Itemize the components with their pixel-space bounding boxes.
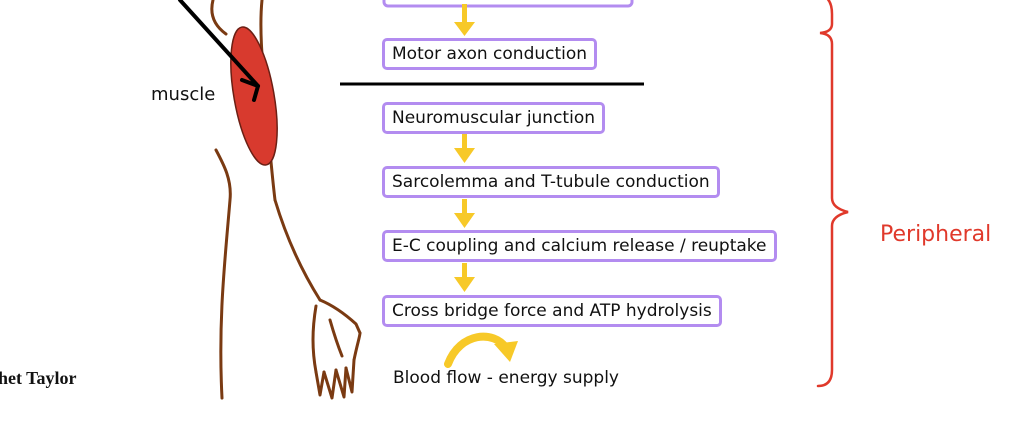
step-box-partial bbox=[384, 0, 632, 6]
flow-arrow bbox=[454, 199, 475, 228]
peripheral-label: Peripheral bbox=[880, 222, 991, 247]
step-ec-coupling: E-C coupling and calcium release / reupt… bbox=[382, 230, 777, 262]
flow-arrow bbox=[454, 4, 475, 36]
step-neuromuscular-junction: Neuromuscular junction bbox=[382, 102, 605, 134]
step-label: Motor axon conduction bbox=[392, 44, 587, 64]
peripheral-bracket bbox=[818, 0, 848, 386]
curved-energy-arrow bbox=[448, 337, 518, 364]
author-credit: het Taylor bbox=[0, 368, 77, 389]
energy-supply-label: Blood flow - energy supply bbox=[393, 368, 619, 388]
step-label: E-C coupling and calcium release / reupt… bbox=[392, 236, 767, 256]
flow-arrow bbox=[454, 263, 475, 292]
muscle-label: muscle bbox=[151, 84, 215, 105]
step-motor-axon-conduction: Motor axon conduction bbox=[382, 38, 597, 70]
step-label: Sarcolemma and T-tubule conduction bbox=[392, 172, 710, 192]
flow-arrow bbox=[454, 134, 475, 163]
step-label: Cross bridge force and ATP hydrolysis bbox=[392, 301, 712, 321]
step-label: Neuromuscular junction bbox=[392, 108, 595, 128]
step-cross-bridge: Cross bridge force and ATP hydrolysis bbox=[382, 295, 722, 327]
step-sarcolemma-t-tubule: Sarcolemma and T-tubule conduction bbox=[382, 166, 720, 198]
